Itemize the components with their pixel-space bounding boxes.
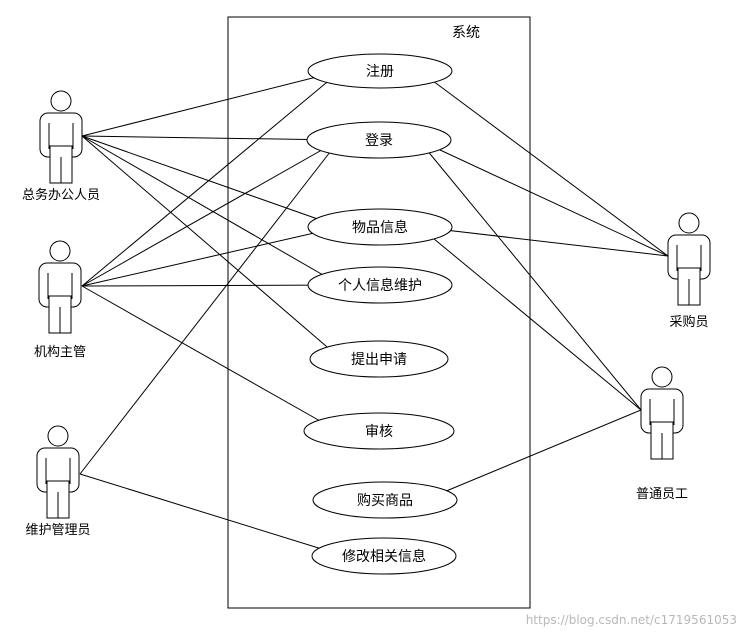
- use-case-label: 登录: [365, 133, 393, 149]
- use-case-ellipse: [307, 208, 453, 246]
- use-case-buy-goods: 购买商品: [312, 481, 458, 519]
- use-case-ellipse: [312, 481, 458, 519]
- association-lines: [79, 70, 669, 557]
- use-case-label: 提出申请: [351, 352, 407, 368]
- actor-head: [49, 240, 71, 262]
- use-case-ellipse: [303, 412, 455, 450]
- association-line: [81, 284, 341, 287]
- use-case-label: 注册: [366, 64, 394, 80]
- actor-employee: 普通员工: [636, 366, 688, 502]
- system-boundary: [227, 16, 531, 609]
- use-case-login: 登录: [306, 121, 452, 159]
- use-case-ellipse: [311, 537, 457, 575]
- association-line: [81, 70, 341, 287]
- use-case-ellipse: [307, 266, 453, 304]
- system-title: 系统: [452, 25, 480, 41]
- association-line: [419, 70, 669, 257]
- association-line: [81, 135, 341, 228]
- actor-label: 维护管理员: [25, 523, 90, 538]
- association-line: [81, 285, 338, 432]
- use-case-label: 购买商品: [357, 493, 413, 509]
- association-line: [81, 70, 341, 137]
- actor-head: [678, 212, 700, 234]
- use-case-ellipse: [306, 121, 452, 159]
- actor-head: [651, 366, 673, 388]
- actor-general-office: 总务办公人员: [22, 90, 100, 203]
- actor-org-supervisor: 机构主管: [34, 240, 86, 360]
- association-line: [81, 139, 340, 287]
- actor-label: 总务办公人员: [22, 187, 100, 203]
- use-case-ellipse: [307, 53, 453, 89]
- association-line: [81, 135, 341, 286]
- association-line: [419, 226, 669, 257]
- actor-head: [47, 425, 69, 447]
- actor-maintainer: 维护管理员: [25, 425, 91, 538]
- association-line: [79, 473, 345, 557]
- use-case-label: 物品信息: [352, 219, 408, 236]
- association-line: [418, 139, 669, 257]
- use-case-modify-info: 修改相关信息: [311, 537, 457, 575]
- actor-label: 普通员工: [636, 487, 688, 502]
- use-case-label: 修改相关信息: [342, 548, 426, 565]
- actor-purchaser: 采购员: [667, 212, 711, 330]
- use-case-personal-info: 个人信息维护: [307, 266, 453, 304]
- use-case-item-info: 物品信息: [307, 208, 453, 246]
- association-line: [81, 135, 340, 141]
- use-case-label: 审核: [365, 424, 393, 440]
- association-line: [81, 135, 342, 360]
- use-case-submit-request: 提出申请: [309, 340, 449, 378]
- association-line: [424, 409, 642, 501]
- actor-label: 机构主管: [34, 345, 86, 360]
- use-case-review: 审核: [303, 412, 455, 450]
- use-case-label: 个人信息维护: [338, 277, 422, 294]
- association-line: [81, 226, 341, 287]
- actor-head: [50, 90, 72, 112]
- use-case-register: 注册: [307, 53, 453, 89]
- use-case-ellipse: [309, 340, 449, 378]
- watermark: https://blog.csdn.net/c1719561053: [526, 613, 737, 627]
- association-line: [79, 139, 340, 475]
- actor-label: 采购员: [669, 314, 708, 330]
